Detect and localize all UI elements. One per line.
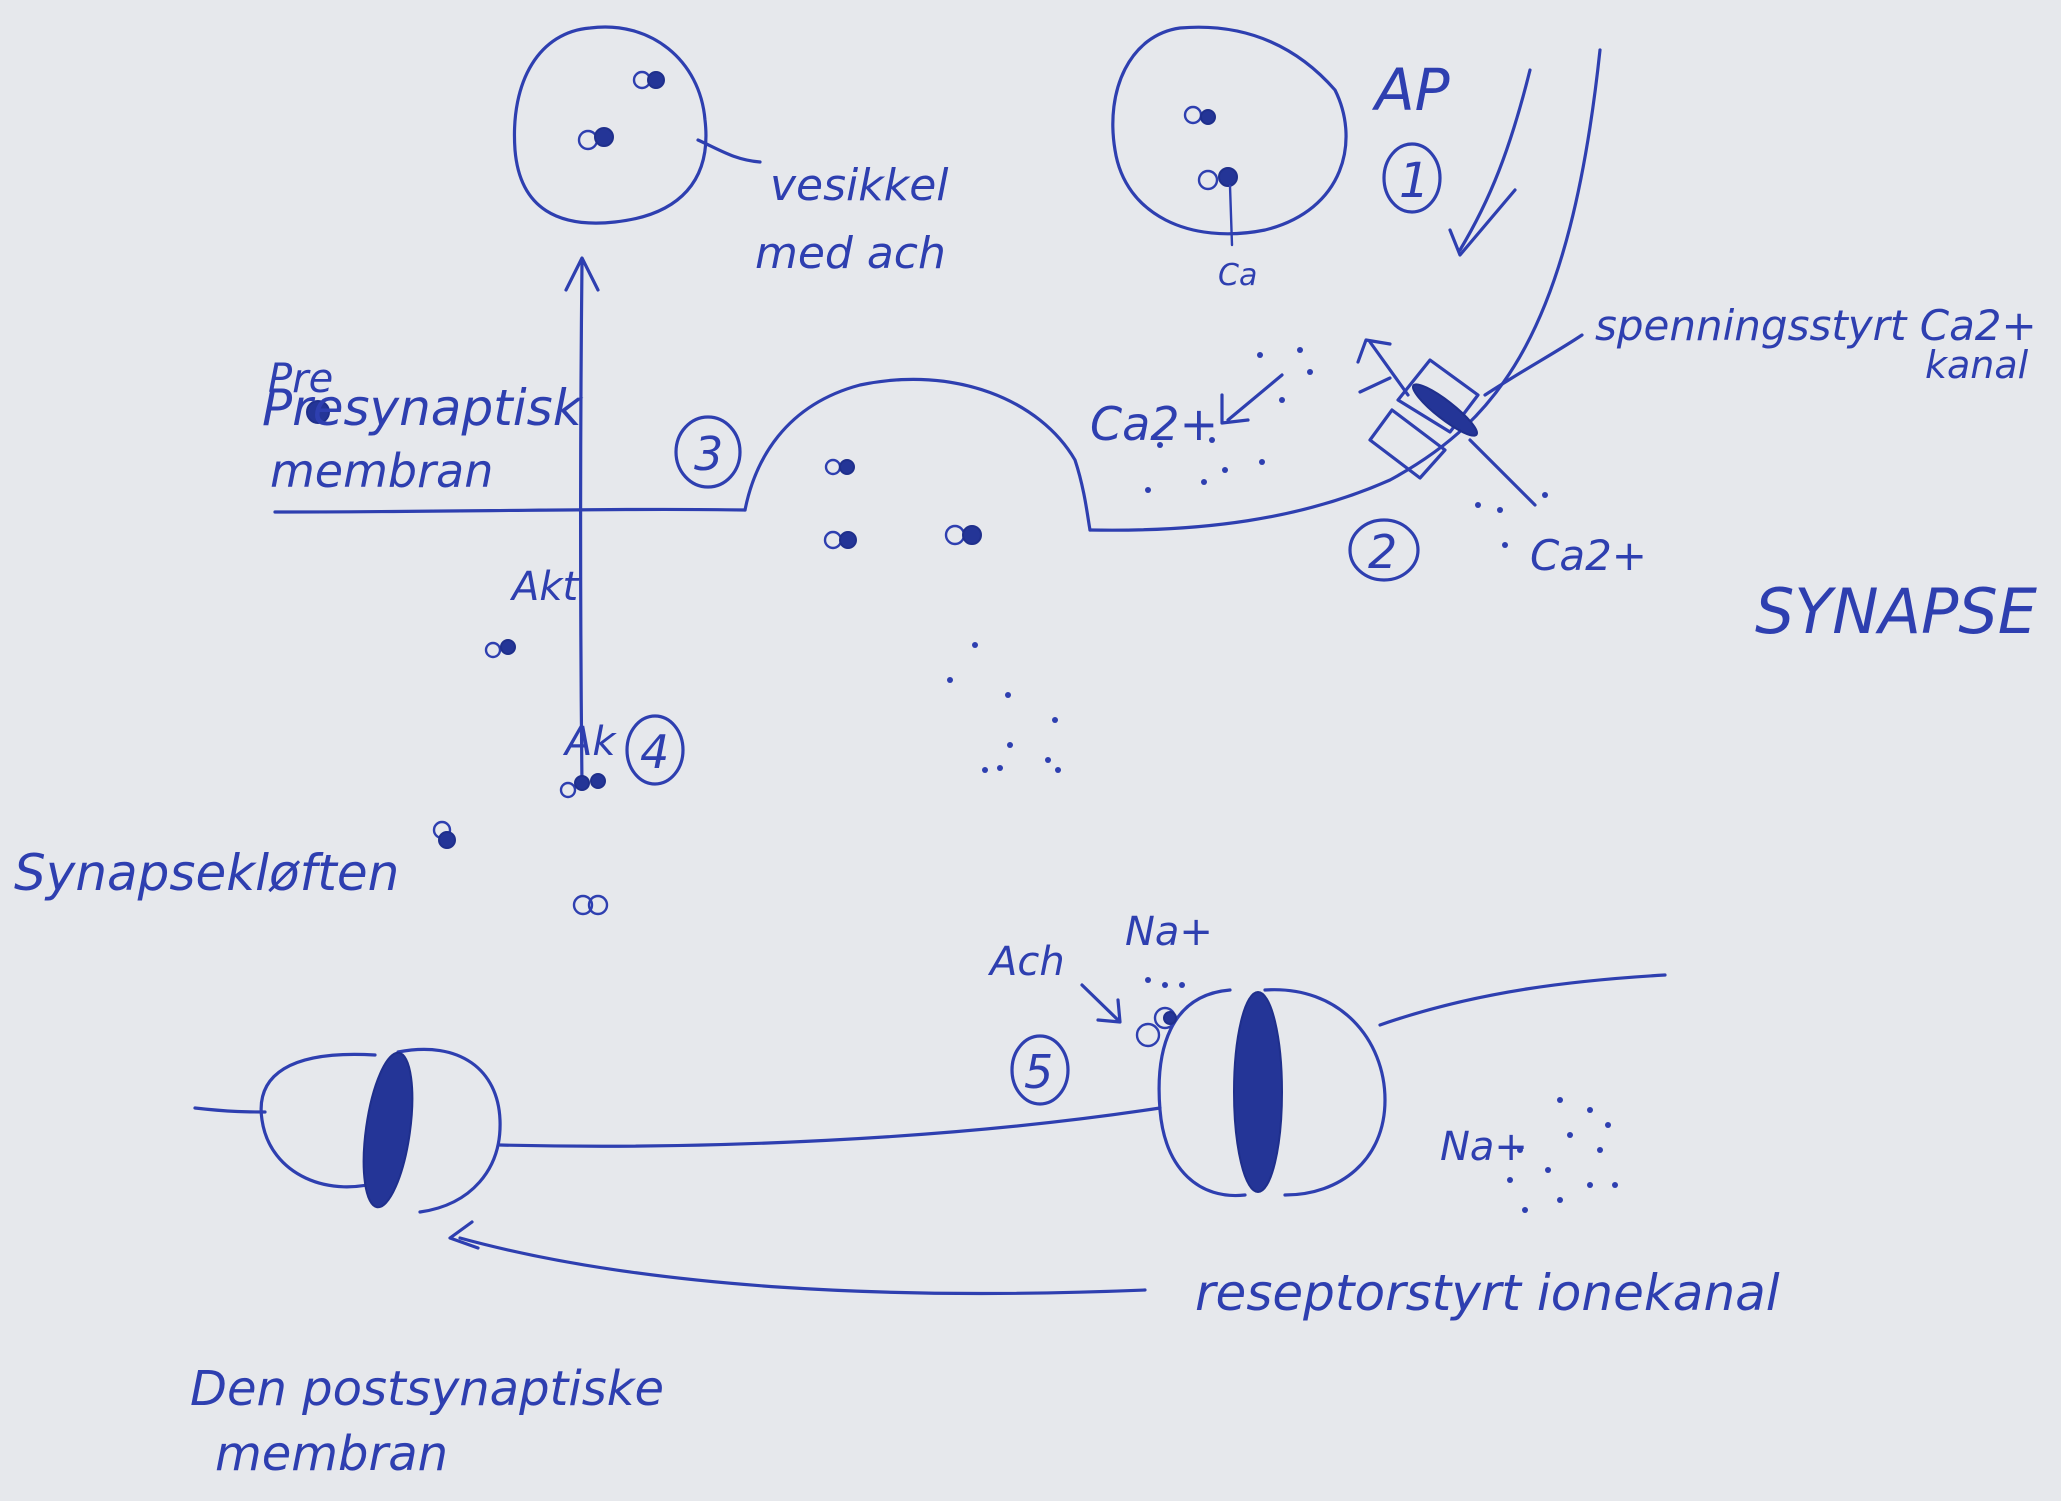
vesicles-releasing (825, 460, 981, 548)
vesicle-leader-line (698, 140, 760, 162)
na-ions-top (1145, 977, 1185, 988)
step-2-marker: 2 (1350, 520, 1418, 580)
voltage-gated-ca-channel (1358, 340, 1535, 505)
ach-bound (1137, 1008, 1176, 1046)
postsynaptic-label-2: membran (215, 1426, 448, 1482)
receptor-channel-left (261, 1049, 500, 1212)
ach-in-cleft (947, 642, 1061, 773)
ap-label: AP (1371, 56, 1450, 124)
receptor-channel-right (1159, 990, 1385, 1196)
cleft-label: Synapsekløften (14, 844, 399, 902)
vesicle-label-1: vesikkel (770, 160, 949, 211)
akt-label: Akt (509, 564, 580, 610)
receptor-channel-label: reseptorstyrt ionekanal (1195, 1264, 1780, 1322)
vesicle-top-left (514, 27, 760, 223)
step-5-marker: 5 (1012, 1036, 1068, 1104)
svg-text:4: 4 (640, 725, 669, 779)
ach-label: Ach (987, 939, 1065, 985)
channel-reference-arrow (450, 1222, 1145, 1293)
na-label-top: Na+ (1125, 909, 1213, 955)
postsynaptic-membrane-middle (500, 1108, 1160, 1146)
svg-text:3: 3 (694, 427, 723, 481)
postsynaptic-membrane-right (1380, 975, 1665, 1025)
na-label-right: Na+ (1440, 1124, 1528, 1170)
svg-text:2: 2 (1368, 525, 1397, 579)
postsynaptic-membrane-far-left (195, 1108, 265, 1112)
presynaptic-membrane-left (275, 509, 745, 512)
vesicle-label-2: med ach (755, 228, 946, 279)
ca-influx-arrow (1222, 375, 1282, 423)
postsynaptic-label-1: Den postsynaptiske (190, 1361, 664, 1417)
vesicle-top-right (1113, 27, 1346, 245)
ca2-label-right: Ca2+ (1530, 531, 1647, 580)
presynaptic-bulge (745, 379, 1090, 530)
ak-label: Ak (562, 719, 617, 765)
presynaptic-label-2: membran (270, 444, 493, 498)
synapse-title: SYNAPSE (1755, 575, 2038, 648)
ap-arrow (1450, 70, 1530, 255)
reuptake-arrow (566, 258, 598, 785)
step-3-marker: 3 (676, 417, 740, 487)
vgcc-label-2: kanal (1925, 343, 2029, 387)
ach-molecule (579, 72, 664, 149)
presynaptic-label-1: Presynaptisk (262, 379, 584, 437)
svg-text:5: 5 (1024, 1045, 1053, 1099)
ca2-label-left: Ca2+ (1090, 397, 1218, 451)
svg-text:1: 1 (1399, 153, 1430, 209)
vgcc-leader (1485, 335, 1582, 395)
step-4-marker: 4 (627, 716, 683, 784)
step-1-marker: 1 (1384, 144, 1440, 212)
ach-binding-arrow (1082, 985, 1120, 1022)
ca-label: Ca (1218, 258, 1257, 293)
